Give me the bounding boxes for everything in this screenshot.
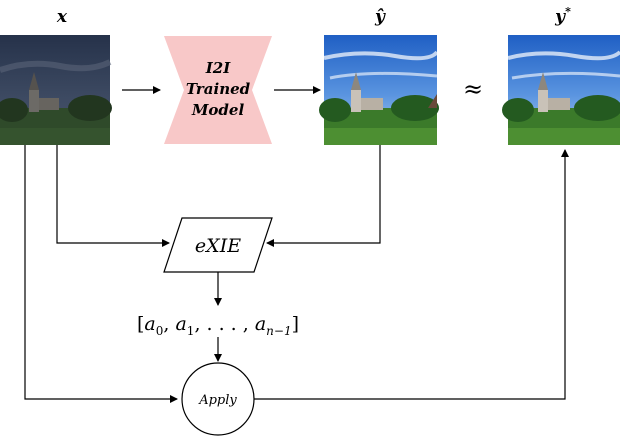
arrow-input-to-exie	[56, 145, 170, 247]
exie-block: eXIE	[163, 217, 273, 273]
target-image	[502, 35, 620, 145]
output-image	[319, 35, 439, 145]
approx-symbol: ≈	[463, 75, 483, 103]
apply-label: Apply	[198, 393, 237, 408]
input-image	[0, 35, 112, 145]
model-line3: Model	[191, 101, 245, 119]
model-line2: Trained	[186, 80, 251, 98]
model-shape	[164, 36, 272, 144]
arrow-output-to-exie	[266, 145, 381, 247]
model-line1: I2I	[205, 59, 231, 77]
exie-shape	[163, 217, 273, 273]
input-label: x	[56, 7, 68, 27]
apply-block: Apply	[181, 362, 255, 436]
params-vector: [a0, a1, . . . , an−1]	[137, 313, 299, 338]
target-label: y*	[554, 5, 571, 27]
exie-label: eXIE	[195, 235, 241, 257]
arrow-input-to-apply	[24, 145, 178, 403]
i2i-model-block: I2I Trained Model	[164, 36, 272, 144]
output-label: ŷ	[374, 7, 386, 27]
arrow-apply-to-target	[254, 149, 569, 400]
